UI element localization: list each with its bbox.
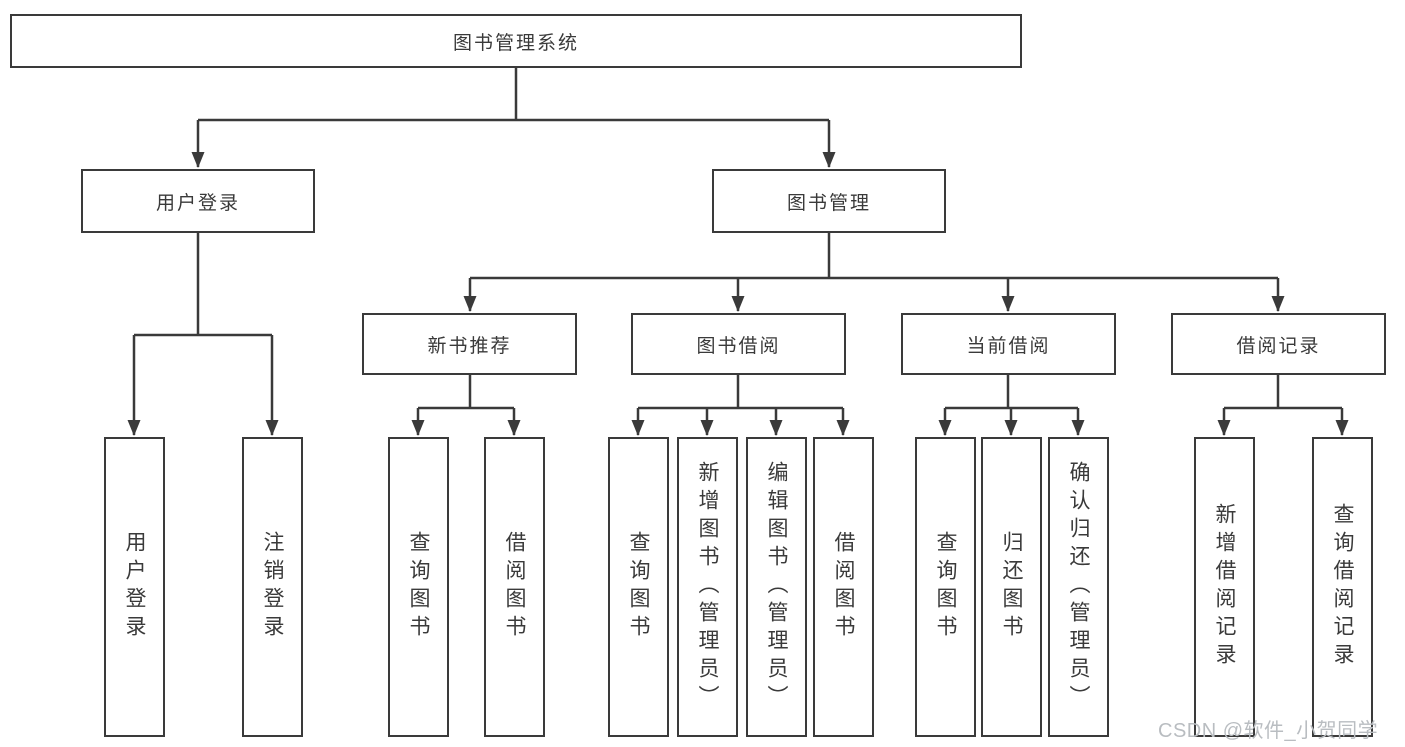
node-label: 归还图书 — [1000, 531, 1023, 643]
leaf-user-login: 用户登录 — [104, 437, 165, 737]
node-label: 新增借阅记录 — [1213, 503, 1236, 671]
csdn-watermark: CSDN @软件_小贺同学 — [1158, 720, 1379, 742]
node-label: 当前借阅 — [966, 335, 1051, 357]
node-label: 新书推荐 — [427, 335, 512, 357]
leaf-edit-books-admin: 编辑图书（管理员） — [746, 437, 807, 737]
node-new-book-recommendation: 新书推荐 — [362, 313, 577, 375]
node-label: 图书借阅 — [696, 335, 781, 357]
node-label: 编辑图书（管理员） — [765, 461, 788, 713]
leaf-confirm-return-admin: 确认归还（管理员） — [1048, 437, 1109, 737]
node-label: 借阅记录 — [1236, 335, 1321, 357]
leaf-query-books-borrow: 查询图书 — [608, 437, 669, 737]
node-label: 查询图书 — [627, 531, 650, 643]
leaf-add-books-admin: 新增图书（管理员） — [677, 437, 738, 737]
node-label: 借阅图书 — [503, 531, 526, 643]
node-label: 确认归还（管理员） — [1067, 461, 1090, 713]
node-label: 查询借阅记录 — [1331, 503, 1354, 671]
node-label: 注销登录 — [261, 531, 284, 643]
node-label: 用户登录 — [155, 192, 240, 214]
leaf-add-borrow-record: 新增借阅记录 — [1194, 437, 1255, 737]
leaf-query-borrow-record: 查询借阅记录 — [1312, 437, 1373, 737]
node-label: 图书管理 — [786, 192, 871, 214]
leaf-logout: 注销登录 — [242, 437, 303, 737]
node-label: 图书管理系统 — [452, 32, 579, 54]
node-label: 查询图书 — [407, 531, 430, 643]
leaf-query-books-current: 查询图书 — [915, 437, 976, 737]
leaf-return-books: 归还图书 — [981, 437, 1042, 737]
leaf-query-books-recommend: 查询图书 — [388, 437, 449, 737]
node-book-borrowing: 图书借阅 — [631, 313, 846, 375]
node-current-borrowing: 当前借阅 — [901, 313, 1116, 375]
node-user-login: 用户登录 — [81, 169, 315, 233]
node-label: 用户登录 — [123, 531, 146, 643]
node-label: 借阅图书 — [832, 531, 855, 643]
node-book-management: 图书管理 — [712, 169, 946, 233]
node-library-management-system: 图书管理系统 — [10, 14, 1022, 68]
leaf-borrow-books-recommend: 借阅图书 — [484, 437, 545, 737]
node-label: 新增图书（管理员） — [696, 461, 719, 713]
node-label: 查询图书 — [934, 531, 957, 643]
leaf-borrow-books: 借阅图书 — [813, 437, 874, 737]
node-borrowing-records: 借阅记录 — [1171, 313, 1386, 375]
